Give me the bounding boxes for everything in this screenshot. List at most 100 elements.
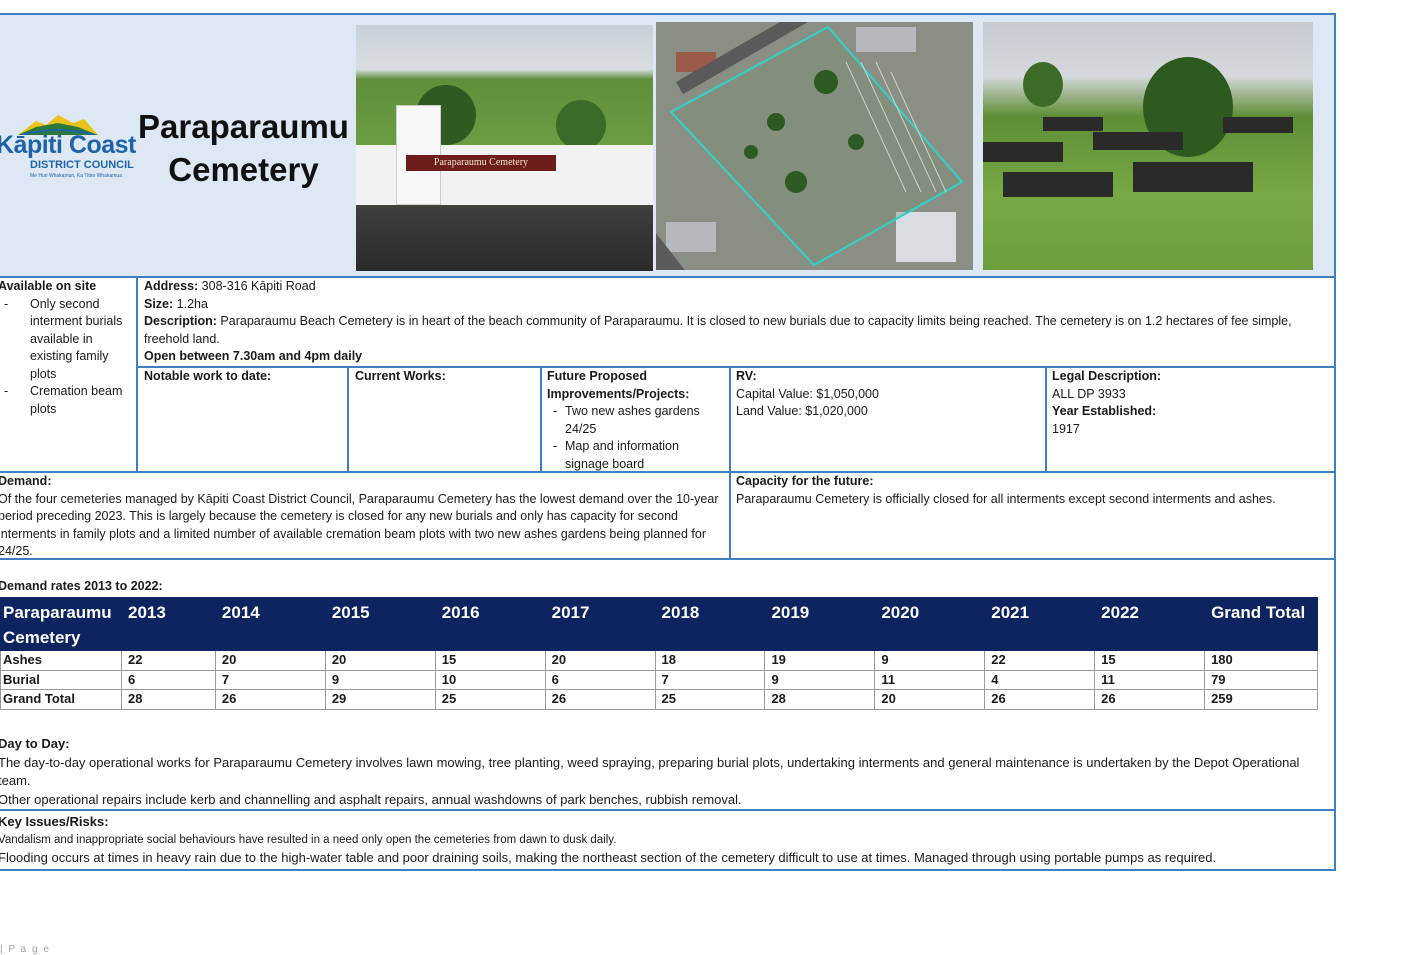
- table-cell: 28: [764, 689, 876, 710]
- column-header: 2021: [984, 597, 1096, 651]
- table-cell: 7: [214, 669, 326, 690]
- table-cell: 180: [1204, 650, 1318, 671]
- header-band: Kāpiti Coast DISTRICT COUNCIL Me Huri Wh…: [0, 13, 1336, 276]
- column-header: 2014: [214, 597, 326, 651]
- table-row: Burial 6 7 9 10 6 7 9 11 4 11 79: [0, 669, 1318, 690]
- table-row: Ashes 22 20 20 15 20 18 19 9 22 15 180: [0, 650, 1318, 671]
- column-header: 2017: [544, 597, 656, 651]
- table-cell: 26: [544, 689, 656, 710]
- capital-value: Capital Value: $1,050,000: [736, 386, 879, 401]
- address-value: 308-316 Kāpiti Road: [201, 279, 316, 293]
- table-cell: 15: [1094, 650, 1206, 671]
- table-cell: 9: [874, 650, 986, 671]
- demand-rates-table: Paraparaumu Cemetery 2013 2014 2015 2016…: [0, 597, 1318, 710]
- available-item: Cremation beam plots: [0, 383, 132, 418]
- key-issues-cell: Key Issues/Risks: Vandalism and inapprop…: [0, 813, 1332, 867]
- table-cell: 259: [1204, 689, 1318, 710]
- table-cell: 11: [1094, 669, 1206, 690]
- aerial-map-photo: [656, 22, 973, 270]
- site-boundary: [669, 25, 964, 267]
- day-to-day-line: The day-to-day operational works for Par…: [0, 754, 1300, 789]
- column-header: 2018: [654, 597, 766, 651]
- available-cell: Available on site Only second interment …: [0, 278, 132, 418]
- future-projects-cell: Future Proposed Improvements/Projects: T…: [547, 368, 725, 473]
- row-label: Grand Total: [0, 689, 122, 710]
- key-issues-line: Flooding occurs at times in heavy rain d…: [0, 850, 1217, 865]
- page-title: Paraparaumu Cemetery: [138, 108, 349, 188]
- column-header: 2019: [764, 597, 876, 651]
- table-cell: 7: [654, 669, 766, 690]
- table-cell: 26: [1094, 689, 1206, 710]
- capacity-text: Paraparaumu Cemetery is officially close…: [736, 491, 1276, 506]
- table-cell: 22: [120, 650, 216, 671]
- row-label: Ashes: [0, 650, 122, 671]
- table-cell: 19: [764, 650, 876, 671]
- table-cell: 4: [984, 669, 1096, 690]
- table-cell: 26: [214, 689, 326, 710]
- description-label: Description:: [144, 314, 217, 328]
- year-established-label: Year Established:: [1052, 404, 1157, 418]
- table-corner-header: Paraparaumu Cemetery: [0, 597, 122, 651]
- future-project-item: Map and information signage board: [547, 438, 725, 473]
- day-to-day-line: Other operational repairs include kerb a…: [0, 791, 742, 807]
- table-header-row: Paraparaumu Cemetery 2013 2014 2015 2016…: [0, 597, 1318, 651]
- address-label: Address:: [144, 279, 199, 293]
- table-cell: 20: [214, 650, 326, 671]
- column-header: 2016: [434, 597, 546, 651]
- current-works-label: Current Works:: [355, 369, 446, 383]
- logo-name: Kāpiti Coast: [0, 131, 136, 159]
- table-cell: 9: [764, 669, 876, 690]
- available-heading: Available on site: [0, 279, 97, 293]
- table-cell: 18: [654, 650, 766, 671]
- land-value: Land Value: $1,020,000: [736, 404, 868, 418]
- table-cell: 20: [324, 650, 436, 671]
- table-cell: 29: [324, 689, 436, 710]
- year-established-value: 1917: [1052, 421, 1080, 436]
- column-header: 2022: [1094, 597, 1206, 651]
- table-cell: 10: [434, 669, 546, 690]
- future-projects-label: Future Proposed Improvements/Projects:: [547, 369, 690, 401]
- available-item: Only second interment burials available …: [0, 296, 132, 384]
- demand-label: Demand:: [0, 474, 52, 488]
- table-cell: 79: [1204, 669, 1318, 690]
- row-label: Burial: [0, 669, 122, 690]
- table-row: Grand Total 28 26 29 25 26 25 28 20 26 2…: [0, 689, 1318, 710]
- table-cell: 25: [434, 689, 546, 710]
- rv-cell: RV: Capital Value: $1,050,000 Land Value…: [736, 368, 1036, 421]
- future-project-item: Two new ashes gardens 24/25: [547, 403, 725, 438]
- column-header: 2020: [874, 597, 986, 651]
- table-cell: 28: [120, 689, 216, 710]
- key-issues-line: Vandalism and inappropriate social behav…: [0, 834, 617, 846]
- table-cell: 6: [120, 669, 216, 690]
- gate-sign: Paraparaumu Cemetery: [406, 155, 556, 171]
- table-cell: 22: [984, 650, 1096, 671]
- capacity-cell: Capacity for the future: Paraparaumu Cem…: [736, 473, 1326, 508]
- table-cell: 6: [544, 669, 656, 690]
- table-cell: 20: [874, 689, 986, 710]
- logo-tagline: Me Huri Whakamuri, Ka Titiro Whakamua: [30, 173, 122, 179]
- graves-photo: [983, 22, 1313, 270]
- table-cell: 9: [324, 669, 436, 690]
- demand-cell: Demand: Of the four cemeteries managed b…: [0, 473, 724, 561]
- size-value: 1.2ha: [176, 296, 208, 311]
- table-cell: 20: [544, 650, 656, 671]
- legal-cell: Legal Description: ALL DP 3933 Year Esta…: [1052, 368, 1322, 438]
- page-footer: | P a g e: [0, 944, 51, 955]
- column-header: 2013: [120, 597, 216, 651]
- column-header: Grand Total: [1204, 597, 1318, 651]
- table-cell: 11: [874, 669, 986, 690]
- site-info-cell: Address: 308-316 Kāpiti Road Size: 1.2ha…: [144, 278, 1329, 366]
- available-list: Only second interment burials available …: [0, 296, 132, 419]
- day-to-day-cell: Day to Day: The day-to-day operational w…: [0, 735, 1332, 809]
- council-logo: Kāpiti Coast DISTRICT COUNCIL Me Huri Wh…: [0, 113, 136, 183]
- size-label: Size:: [144, 296, 174, 311]
- notable-work-label: Notable work to date:: [144, 369, 272, 383]
- key-issues-label: Key Issues/Risks:: [0, 814, 109, 829]
- rv-label: RV:: [736, 369, 757, 383]
- future-projects-list: Two new ashes gardens 24/25 Map and info…: [547, 403, 725, 473]
- legal-label: Legal Description:: [1052, 369, 1162, 383]
- logo-subtitle: DISTRICT COUNCIL: [30, 159, 134, 171]
- entrance-gate-photo: Paraparaumu Cemetery: [356, 25, 653, 271]
- day-to-day-label: Day to Day:: [0, 736, 70, 751]
- demand-rates-heading: Demand rates 2013 to 2022:: [0, 579, 163, 593]
